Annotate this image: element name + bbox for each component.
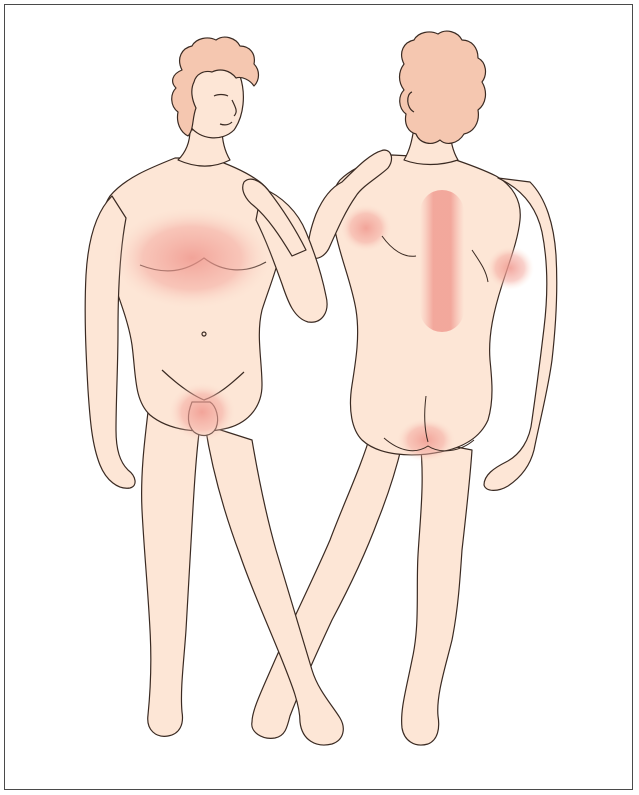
rash-groin [168,382,236,442]
front-figure-left-leg [142,395,200,736]
rash-spine [420,190,464,332]
rash-chest [110,206,274,310]
back-figure-hair [400,31,486,143]
rash-right-shoulder [486,246,534,290]
rash-left-shoulder [340,204,392,252]
rash-buttocks [396,418,456,462]
back-figure-right-leg [402,440,472,745]
